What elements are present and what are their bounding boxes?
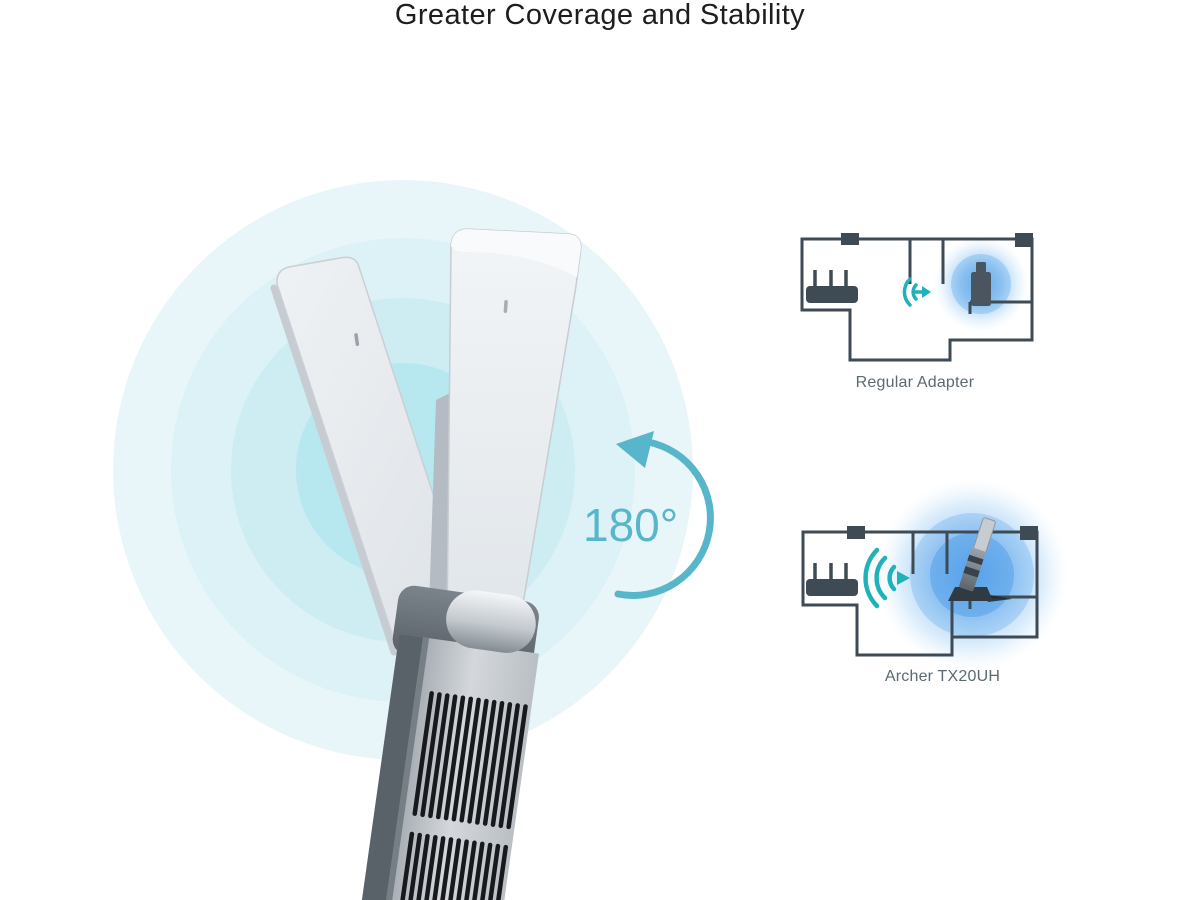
hinge-cylinder — [446, 590, 536, 653]
router-icon — [806, 270, 858, 303]
wifi-strong-icon — [863, 547, 910, 609]
usb-body — [357, 634, 539, 900]
antenna-indicator-mark — [354, 333, 360, 346]
archer-adapter-label: Archer TX20UH — [884, 668, 1001, 685]
rotation-arrow-icon — [614, 431, 714, 599]
regular-adapter-label: Regular Adapter — [855, 374, 975, 391]
door-block — [1020, 526, 1038, 540]
floorplan-archer — [801, 479, 1068, 671]
door-block — [847, 526, 865, 539]
floorplan-walls — [800, 237, 1034, 362]
antenna-front-paddle — [446, 228, 582, 641]
antenna-indicator-mark — [503, 299, 508, 313]
adapter-dongle-icon — [971, 262, 991, 306]
vent-slots — [395, 691, 528, 900]
floorplan-regular — [800, 233, 1034, 362]
door-block — [1015, 233, 1033, 247]
archer-adapter-icon — [948, 517, 1012, 602]
rotation-label: 180° — [583, 499, 678, 551]
door-block — [841, 233, 859, 245]
antenna-back-paddle — [270, 256, 472, 656]
page-title: Greater Coverage and Stability — [394, 0, 806, 31]
router-icon — [806, 563, 858, 596]
wifi-weak-icon — [902, 277, 931, 307]
